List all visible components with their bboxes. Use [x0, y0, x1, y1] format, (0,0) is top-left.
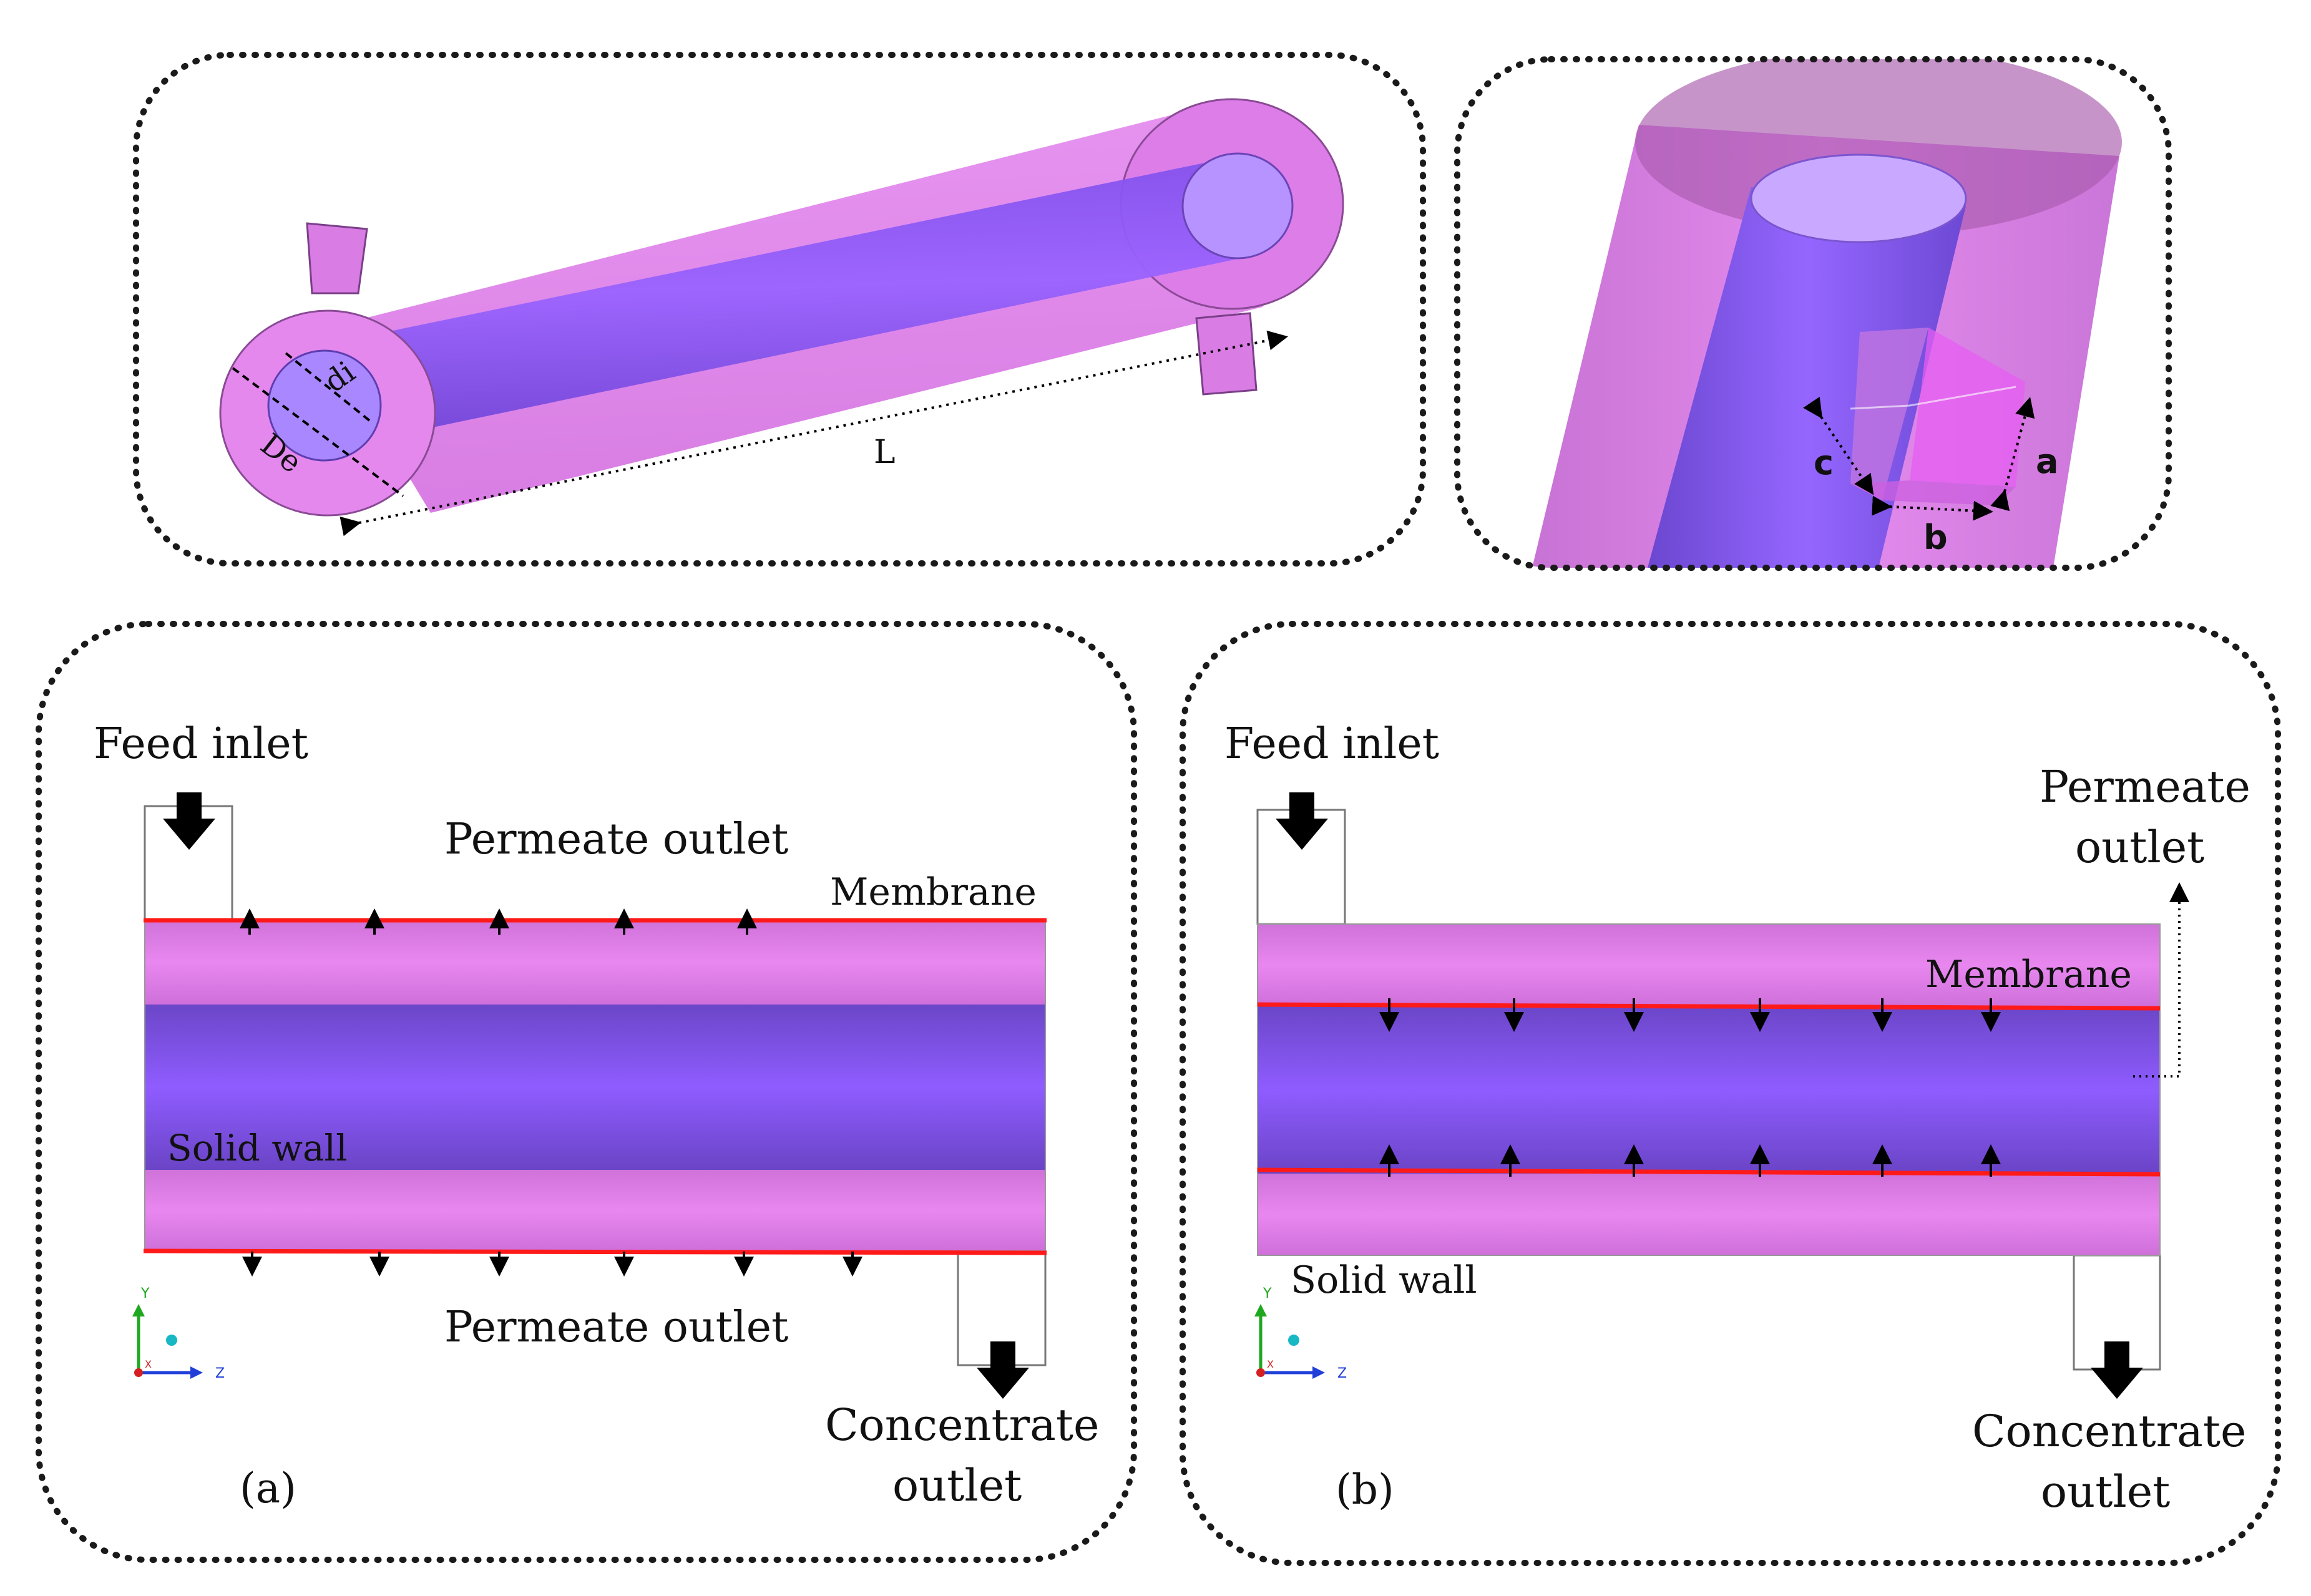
svg-text:X: X — [1267, 1358, 1274, 1370]
panel-b-membrane-top — [1257, 1002, 2161, 1011]
inner-tube-back-opening — [1181, 152, 1294, 260]
svg-text:X: X — [145, 1358, 152, 1370]
panel-a-concentrate-arrow-icon — [977, 1341, 1029, 1399]
panel-b: Y Z X Feed inlet Permeate outlet Membran… — [1180, 621, 2281, 1566]
isometric-panel: di De L — [133, 52, 1426, 567]
panel-a-permeate-top-label: Permeate outlet — [444, 815, 788, 864]
b-dimension-line — [1872, 495, 1993, 521]
panel-a-inner-tube — [145, 1005, 1045, 1170]
panel-b-permeate-label-line2: outlet — [2075, 822, 2204, 873]
c-label: c — [1814, 443, 1834, 482]
detail-inner-opening — [1750, 153, 1967, 243]
panel-b-membrane-bottom — [1257, 1167, 2161, 1177]
panel-a-axis-triad-icon: Y Z X — [132, 1286, 225, 1381]
panel-b-solid-wall-label: Solid wall — [1291, 1258, 1477, 1302]
panel-a-solid-wall-label: Solid wall — [167, 1127, 348, 1169]
panel-a-tag: (a) — [240, 1464, 296, 1512]
svg-text:Z: Z — [215, 1366, 225, 1381]
panel-b-frame — [1180, 621, 2281, 1566]
detail-panel-frame — [1454, 56, 2172, 571]
panel-b-membrane-label: Membrane — [1925, 953, 2132, 996]
panel-b-body-outline — [1257, 923, 2161, 1256]
panel-b-inner-tube — [1258, 1006, 2160, 1174]
panel-b-feed-arrow-icon — [1276, 792, 1328, 850]
panel-a-concentrate-label-line1: Concentrate — [825, 1399, 1099, 1451]
svg-text:Y: Y — [1263, 1286, 1272, 1302]
panel-a-membrane-bottom — [143, 1248, 1047, 1255]
isometric-panel-frame — [133, 52, 1426, 567]
panel-b-upper-shell — [1258, 924, 2160, 1006]
panel-b-permeate-label-line1: Permeate — [2040, 761, 2250, 812]
panel-a-feed-arrow-icon — [163, 792, 215, 850]
a-dimension-line — [1990, 397, 2035, 512]
svg-text:Y: Y — [140, 1286, 150, 1302]
b-label: b — [1923, 518, 1948, 557]
c-dimension-line — [1803, 396, 1874, 495]
a-label: a — [2036, 442, 2058, 481]
length-label: L — [874, 434, 896, 471]
panel-b-concentrate-arrow-icon — [2091, 1341, 2143, 1399]
panel-b-lower-shell — [1258, 1174, 2160, 1255]
panel-b-concentrate-label-line2: outlet — [2041, 1466, 2170, 1517]
detail-panel: c b a — [1454, 56, 2172, 571]
panel-a-upper-shell — [145, 920, 1045, 1005]
panel-a-permeate-bottom-label: Permeate outlet — [444, 1303, 788, 1352]
panel-a-frame — [36, 621, 1137, 1563]
svg-text:Z: Z — [1337, 1366, 1347, 1381]
panel-b-tag: (b) — [1336, 1466, 1394, 1514]
panel-a-lower-shell — [145, 1170, 1045, 1251]
panel-a-membrane-label: Membrane — [830, 870, 1037, 914]
panel-b-axis-triad-icon: Y Z X — [1254, 1286, 1347, 1381]
length-dimension-line — [340, 330, 1288, 537]
panel-a: Y Z X Feed inlet Permeate outlet Membran… — [36, 621, 1137, 1563]
panel-b-concentrate-label-line1: Concentrate — [1972, 1406, 2246, 1457]
panel-a-feed-inlet-label: Feed inlet — [94, 719, 308, 769]
panel-b-feed-inlet-label: Feed inlet — [1224, 719, 1439, 769]
panel-a-concentrate-label-line2: outlet — [892, 1460, 1022, 1511]
feed-nozzle — [306, 222, 368, 294]
